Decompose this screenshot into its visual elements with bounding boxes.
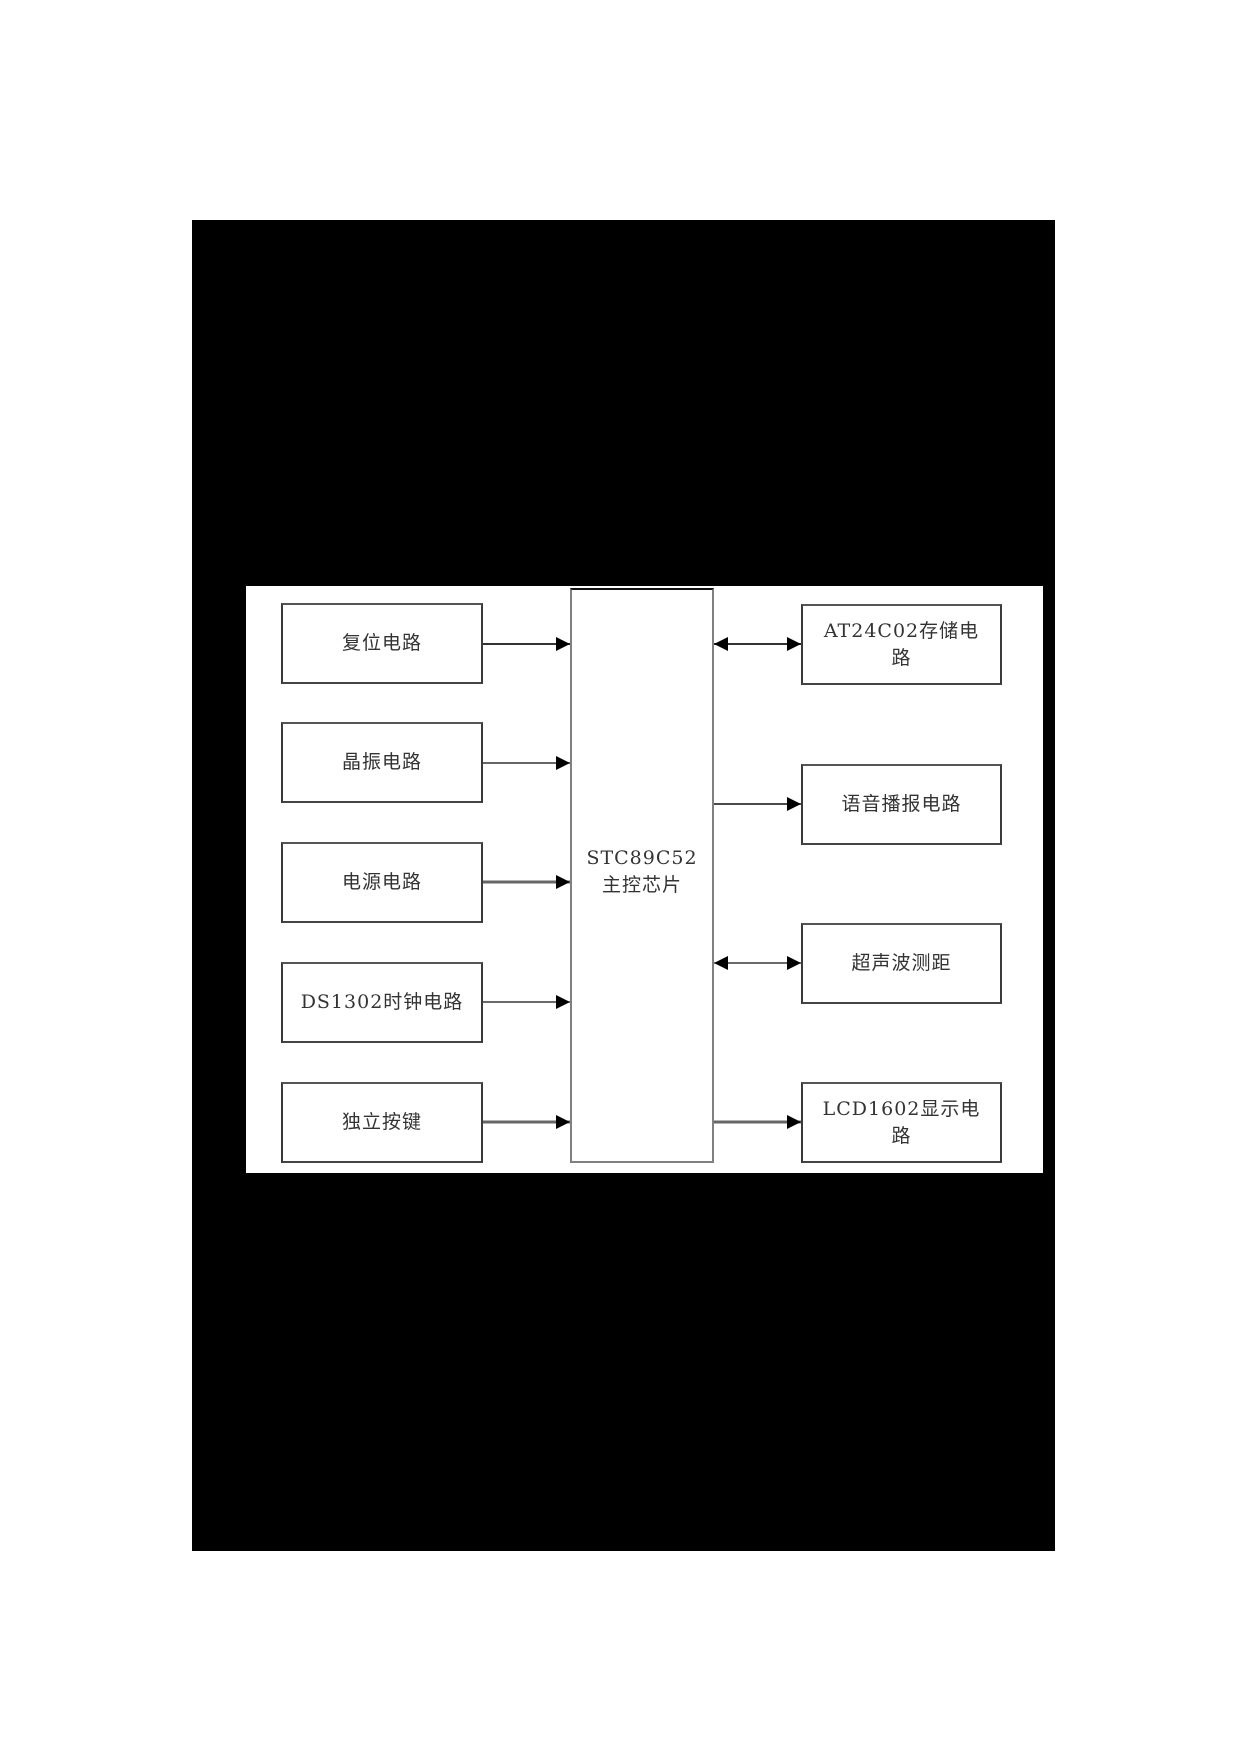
mcu-label-line2: 主控芯片 <box>601 874 682 896</box>
block-ultrasonic-ranging: 超声波测距 <box>801 923 1002 1004</box>
block-mcu-stc89c52: STC89C52 主控芯片 <box>570 588 714 1163</box>
mcu-label-line1: STC89C52 <box>586 847 698 869</box>
mcu-label: STC89C52 主控芯片 <box>574 845 709 899</box>
block-lcd-display-circuit: LCD1602显示电路 <box>801 1082 1002 1163</box>
block-voice-circuit: 语音播报电路 <box>801 764 1002 845</box>
block-label: DS1302时钟电路 <box>300 991 464 1013</box>
block-label: 超声波测距 <box>851 952 952 974</box>
block-label: AT24C02存储电路 <box>823 619 980 669</box>
block-label: 晶振电路 <box>341 751 422 773</box>
block-clock-circuit: DS1302时钟电路 <box>281 962 483 1043</box>
block-reset-circuit: 复位电路 <box>281 603 483 684</box>
block-label: 复位电路 <box>341 632 422 654</box>
block-eeprom-circuit: AT24C02存储电路 <box>801 604 1002 685</box>
block-crystal-circuit: 晶振电路 <box>281 722 483 803</box>
block-label: LCD1602显示电路 <box>822 1097 981 1147</box>
block-label: 电源电路 <box>341 871 422 893</box>
block-label: 独立按键 <box>341 1111 422 1133</box>
block-independent-keys: 独立按键 <box>281 1082 483 1163</box>
block-power-circuit: 电源电路 <box>281 842 483 923</box>
block-label: 语音播报电路 <box>841 793 962 815</box>
